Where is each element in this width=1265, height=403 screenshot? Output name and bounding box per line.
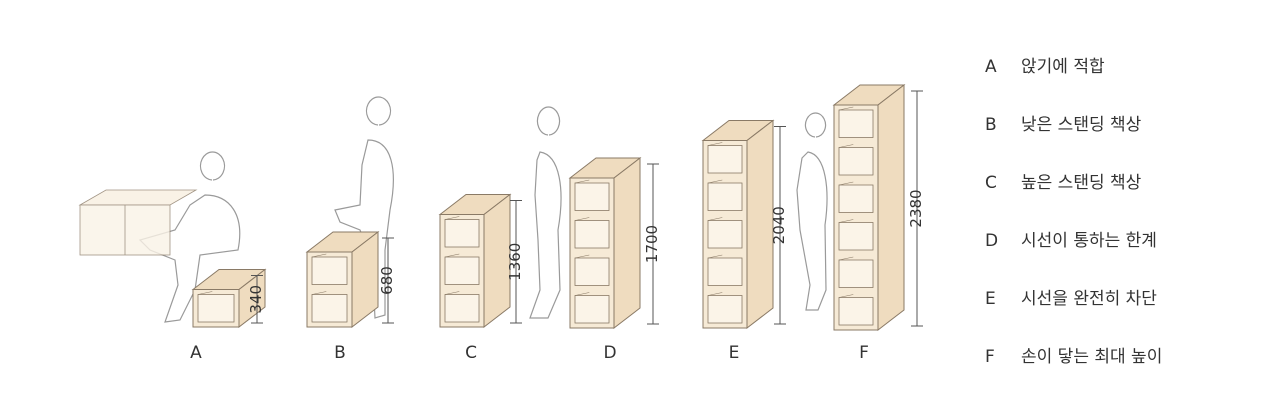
cubby-depth-line	[574, 179, 590, 184]
cubby-depth-line	[707, 217, 723, 221]
shelf-cubby	[707, 182, 743, 211]
dimension-label: 340	[247, 285, 265, 314]
cubby-depth-line	[838, 256, 854, 261]
shelf-cubby	[311, 294, 348, 323]
unit-label: C	[465, 343, 477, 363]
shelf-front	[833, 104, 879, 331]
cubby-depth-line	[444, 253, 460, 258]
shelf-side	[613, 156, 641, 330]
legend-text: 낮은 스탠딩 책상	[1021, 115, 1142, 135]
cubby-depth-line	[574, 254, 590, 259]
cubby-depth-line	[574, 217, 590, 221]
cubby-depth-line	[707, 179, 723, 184]
shelf-cubby	[838, 109, 874, 138]
dimension-label: 1360	[506, 243, 524, 281]
shelf-cubby	[574, 182, 610, 211]
legend-text: 앉기에 적합	[1021, 57, 1105, 77]
legend-key: B	[985, 115, 997, 135]
legend-key: E	[985, 289, 996, 309]
unit-label: E	[729, 343, 740, 363]
shelf-cubby	[707, 257, 743, 286]
bench-outline	[78, 189, 198, 256]
shelf-cubby	[574, 220, 610, 249]
cubby-depth-line	[707, 254, 723, 259]
legend-item-f: F 손이 닿는 최대 높이	[985, 342, 1162, 367]
cubby-depth-line	[311, 291, 327, 295]
human-figures	[138, 96, 828, 323]
shelf-cubby	[707, 295, 743, 324]
shelf-side	[877, 83, 905, 332]
shelf-cubby	[838, 297, 874, 326]
unit-label: A	[190, 343, 202, 363]
cubby-depth-line	[838, 219, 854, 223]
legend-text: 시선이 통하는 한계	[1021, 231, 1157, 251]
shelf-cubby	[311, 256, 348, 285]
unit-label: D	[603, 343, 616, 363]
legend-text: 손이 닿는 최대 높이	[1021, 347, 1163, 367]
legend-text: 시선을 완전히 차단	[1021, 289, 1157, 309]
legend-item-d: D 시선이 통하는 한계	[985, 226, 1157, 251]
shelf-cubby	[707, 220, 743, 249]
cubby-depth-line	[197, 291, 213, 295]
shelf-cubby	[838, 222, 874, 251]
shelf-cubby	[838, 259, 874, 288]
cubby-depth-line	[574, 292, 590, 296]
legend-key: F	[985, 347, 995, 367]
shelf-cubby	[444, 294, 480, 323]
cubby-depth-line	[707, 292, 723, 296]
legend-item-e: E 시선을 완전히 차단	[985, 284, 1157, 309]
shelf-cubby	[444, 219, 480, 248]
cubby-depth-line	[444, 291, 460, 295]
shelf-cubby	[707, 145, 743, 174]
cubby-depth-line	[311, 253, 327, 258]
dimension-label: 2380	[907, 189, 925, 227]
shelf-cubby	[197, 294, 235, 323]
cubby-depth-line	[444, 216, 460, 220]
shelf-cubby	[574, 257, 610, 286]
legend-item-c: C 높은 스탠딩 책상	[985, 168, 1141, 193]
legend-text: 높은 스탠딩 책상	[1021, 173, 1142, 193]
dimension-label: 680	[378, 266, 396, 295]
shelf-cubby	[574, 295, 610, 324]
dimension-label: 1700	[643, 225, 661, 263]
standing-figure-f	[796, 112, 828, 311]
shelf-cubby	[838, 147, 874, 176]
legend-item-b: B 낮은 스탠딩 책상	[985, 110, 1141, 135]
legend-key: D	[985, 231, 999, 251]
cubby-depth-line	[838, 294, 854, 298]
legend-key: A	[985, 57, 997, 77]
cubby-depth-line	[707, 142, 723, 146]
unit-label: B	[334, 343, 346, 363]
dimension-label: 2040	[770, 206, 788, 244]
shelf-cubby	[838, 184, 874, 213]
shelf-cubby	[444, 256, 480, 285]
legend-item-a: A 앉기에 적합	[985, 52, 1105, 77]
standing-figure-d	[529, 106, 562, 319]
legend-key: C	[985, 173, 997, 193]
unit-label: F	[859, 343, 869, 363]
standing-figure-b	[334, 96, 394, 319]
cubby-depth-line	[838, 181, 854, 186]
cubby-depth-line	[838, 144, 854, 148]
cubby-depth-line	[838, 106, 854, 111]
